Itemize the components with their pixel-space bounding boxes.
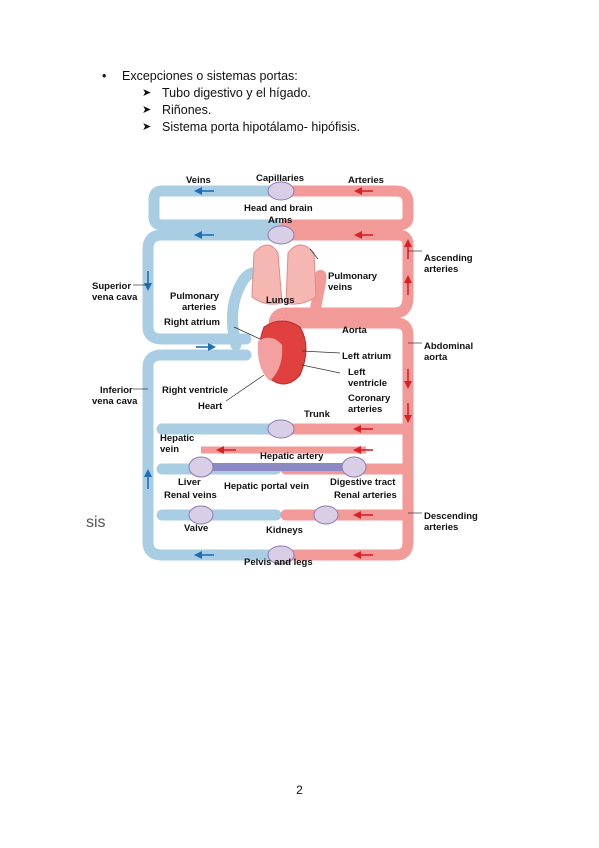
- label-arteries: Arteries: [348, 175, 384, 186]
- label-lungs: Lungs: [266, 295, 295, 306]
- sub-bullet-text: Riñones.: [162, 103, 212, 117]
- circulation-diagram: Veins Capillaries Arteries Head and brai…: [86, 173, 478, 568]
- label-trunk: Trunk: [304, 409, 331, 420]
- label-hepatic-vein-2: vein: [160, 444, 179, 455]
- label-digestive-tract: Digestive tract: [330, 477, 396, 488]
- label-ascending-2: arteries: [424, 264, 458, 275]
- cropped-caption-text: sis: [86, 514, 106, 531]
- label-right-ventricle: Right ventricle: [162, 385, 228, 396]
- bullet-list: • Excepciones o sistemas portas: ➤ Tubo …: [100, 68, 360, 136]
- label-right-atrium: Right atrium: [164, 317, 220, 328]
- label-pulmonary-arteries-2: arteries: [182, 302, 216, 313]
- flow-arrows: [144, 187, 412, 559]
- label-left-atrium: Left atrium: [342, 351, 391, 362]
- label-renal-arteries: Renal arteries: [334, 490, 397, 501]
- sub-bullet-text: Sistema porta hipotálamo- hipófisis.: [162, 120, 361, 134]
- label-hepatic-portal-vein: Hepatic portal vein: [224, 481, 309, 492]
- label-pelvis-legs: Pelvis and legs: [244, 557, 313, 568]
- label-left-ventricle-1: Left: [348, 367, 366, 378]
- label-hepatic-vein-1: Hepatic: [160, 433, 194, 444]
- sub-bullet-item: ➤ Sistema porta hipotálamo- hipófisis.: [100, 119, 360, 136]
- circulatory-system-figure: Veins Capillaries Arteries Head and brai…: [86, 167, 486, 572]
- label-descending-1: Descending: [424, 511, 478, 522]
- capillary-beds: [188, 181, 367, 565]
- lungs-illustration: [251, 244, 317, 305]
- label-ascending-1: Ascending: [424, 253, 473, 264]
- label-head-brain: Head and brain: [244, 203, 313, 214]
- label-superior-2: vena cava: [92, 292, 138, 303]
- label-abdominal-1: Abdominal: [424, 341, 473, 352]
- label-coronary-2: arteries: [348, 404, 382, 415]
- label-pulmonary-arteries-1: Pulmonary: [170, 291, 220, 302]
- sub-bullet-item: ➤ Riñones.: [100, 102, 360, 119]
- label-pulmonary-veins-2: veins: [328, 282, 352, 293]
- label-liver: Liver: [178, 477, 201, 488]
- label-inferior-2: vena cava: [92, 396, 138, 407]
- label-superior-1: Superior: [92, 281, 131, 292]
- page-number: 2: [296, 783, 303, 797]
- bullet-text: Excepciones o sistemas portas:: [122, 69, 298, 83]
- label-kidneys: Kidneys: [266, 525, 303, 536]
- label-aorta: Aorta: [342, 325, 368, 336]
- arrowhead-bullet-icon: ➤: [142, 104, 152, 116]
- sub-bullet-item: ➤ Tubo digestivo y el hígado.: [100, 85, 360, 102]
- label-pulmonary-veins-1: Pulmonary: [328, 271, 378, 282]
- arrowhead-bullet-icon: ➤: [142, 87, 152, 99]
- label-veins: Veins: [186, 175, 211, 186]
- label-descending-2: arteries: [424, 522, 458, 533]
- bullet-dot: •: [102, 69, 107, 83]
- label-left-ventricle-2: ventricle: [348, 378, 387, 389]
- label-coronary-1: Coronary: [348, 393, 391, 404]
- label-hepatic-artery: Hepatic artery: [260, 451, 324, 462]
- heart-illustration: [257, 320, 307, 385]
- label-inferior-1: Inferior: [100, 385, 133, 396]
- label-capillaries: Capillaries: [256, 173, 304, 184]
- label-arms: Arms: [268, 215, 292, 226]
- bullet-item: • Excepciones o sistemas portas:: [100, 68, 360, 85]
- label-valve: Valve: [184, 523, 208, 534]
- label-renal-veins: Renal veins: [164, 490, 217, 501]
- label-abdominal-2: aorta: [424, 352, 448, 363]
- sub-bullet-text: Tubo digestivo y el hígado.: [162, 86, 311, 100]
- arrowhead-bullet-icon: ➤: [142, 121, 152, 133]
- label-leader-lines: [133, 248, 422, 514]
- label-heart: Heart: [198, 401, 223, 412]
